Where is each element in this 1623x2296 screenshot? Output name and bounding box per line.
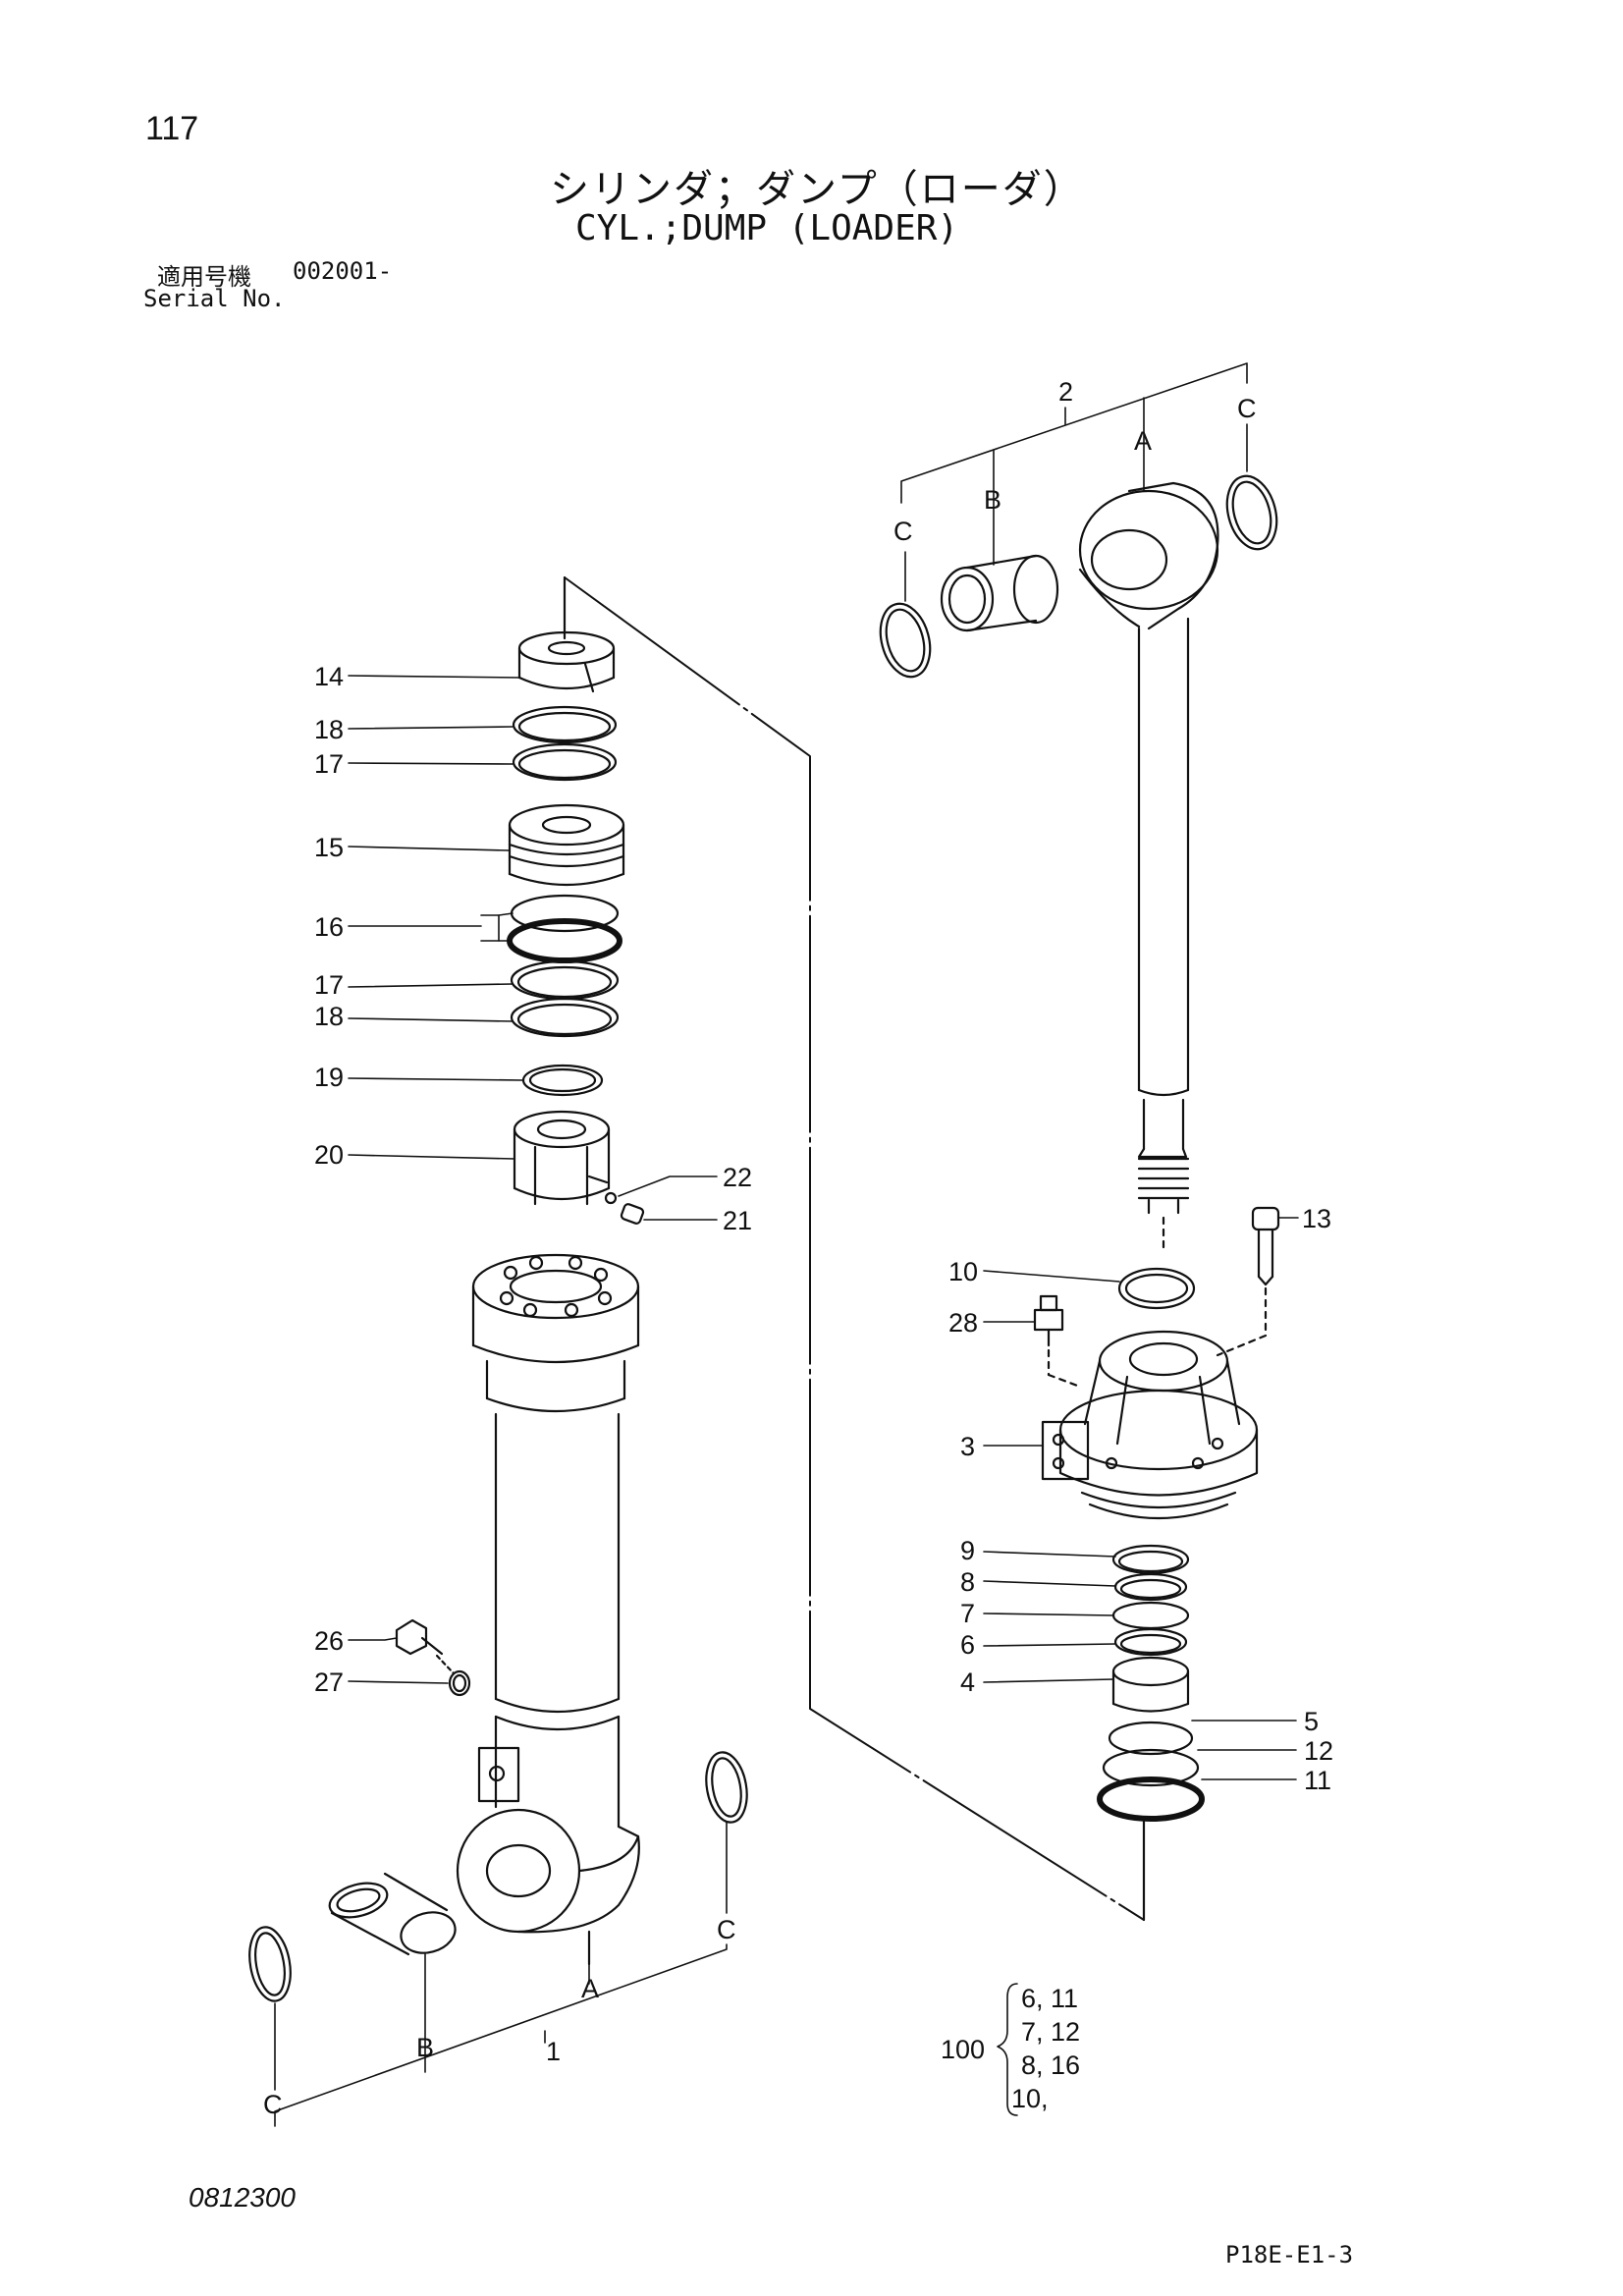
serial-label-japanese: 適用号機 xyxy=(157,263,251,291)
callout-8: 8 xyxy=(960,1567,975,1597)
title-english: CYL.;DUMP (LOADER) xyxy=(575,208,959,248)
kit-line-1: 6, 11 xyxy=(1021,1984,1078,2013)
callout-C-rod-right: C xyxy=(1237,394,1257,423)
callout-17-bottom: 17 xyxy=(314,970,344,1000)
callout-22: 22 xyxy=(723,1163,752,1192)
callout-A-barrel: A xyxy=(581,1974,599,2003)
callout-A-rod: A xyxy=(1134,426,1152,456)
callout-3: 3 xyxy=(960,1432,975,1461)
cylinder-head xyxy=(1033,1206,1280,1922)
callout-B-rod: B xyxy=(984,485,1001,515)
document-code: 0812300 xyxy=(189,2182,297,2213)
callout-C-barrel-left: C xyxy=(263,2090,283,2119)
callout-15: 15 xyxy=(314,833,344,862)
assembly-dashed-guide xyxy=(564,576,1145,1921)
callout-13: 13 xyxy=(1302,1204,1331,1233)
callout-18-top: 18 xyxy=(314,715,344,744)
callout-C-rod-left: C xyxy=(893,517,913,546)
page-code: P18E-E1-3 xyxy=(1225,2241,1354,2269)
callout-16: 16 xyxy=(314,912,344,942)
title-japanese: シリンダ；ダンプ（ローダ） xyxy=(550,167,1085,212)
callout-4: 4 xyxy=(960,1667,975,1697)
serial-label-english: Serial No. xyxy=(143,285,286,312)
callout-12: 12 xyxy=(1304,1736,1333,1766)
callout-5: 5 xyxy=(1304,1707,1319,1736)
callout-17-top: 17 xyxy=(314,749,344,779)
callout-C-barrel-right: C xyxy=(717,1915,736,1944)
part-14-collar xyxy=(517,630,616,693)
cylinder-barrel xyxy=(248,1253,748,2002)
callout-26: 26 xyxy=(314,1626,344,1656)
kit-line-4: 10, xyxy=(1011,2084,1049,2113)
callout-28: 28 xyxy=(948,1308,978,1338)
callout-11: 11 xyxy=(1304,1766,1331,1795)
callout-19: 19 xyxy=(314,1063,344,1092)
callout-1: 1 xyxy=(546,2037,561,2066)
callout-21: 21 xyxy=(723,1206,752,1235)
callout-9: 9 xyxy=(960,1536,975,1565)
part-15-piston xyxy=(508,803,625,887)
page-number: 117 xyxy=(145,110,199,147)
callout-2: 2 xyxy=(1058,377,1073,407)
callout-B-barrel: B xyxy=(416,2033,434,2062)
part-20-nut xyxy=(513,1110,611,1206)
callout-18-bottom: 18 xyxy=(314,1002,344,1031)
callout-14: 14 xyxy=(314,662,344,691)
callout-20: 20 xyxy=(314,1140,344,1170)
callout-7: 7 xyxy=(960,1599,975,1628)
kit-line-2: 7, 12 xyxy=(1021,2017,1080,2047)
piston-rod xyxy=(879,474,1278,1249)
kit-number: 100 xyxy=(941,2035,985,2064)
callout-6: 6 xyxy=(960,1630,975,1660)
callout-labels: 1 2 3 4 5 6 7 8 9 10 11 12 13 14 15 16 1… xyxy=(263,377,1333,2119)
callout-27: 27 xyxy=(314,1667,344,1697)
kit-line-3: 8, 16 xyxy=(1021,2050,1080,2080)
callout-10: 10 xyxy=(948,1257,978,1286)
piston-stack xyxy=(507,575,645,1225)
serial-number-value: 002001- xyxy=(293,257,393,285)
leader-lines xyxy=(274,362,1299,2127)
